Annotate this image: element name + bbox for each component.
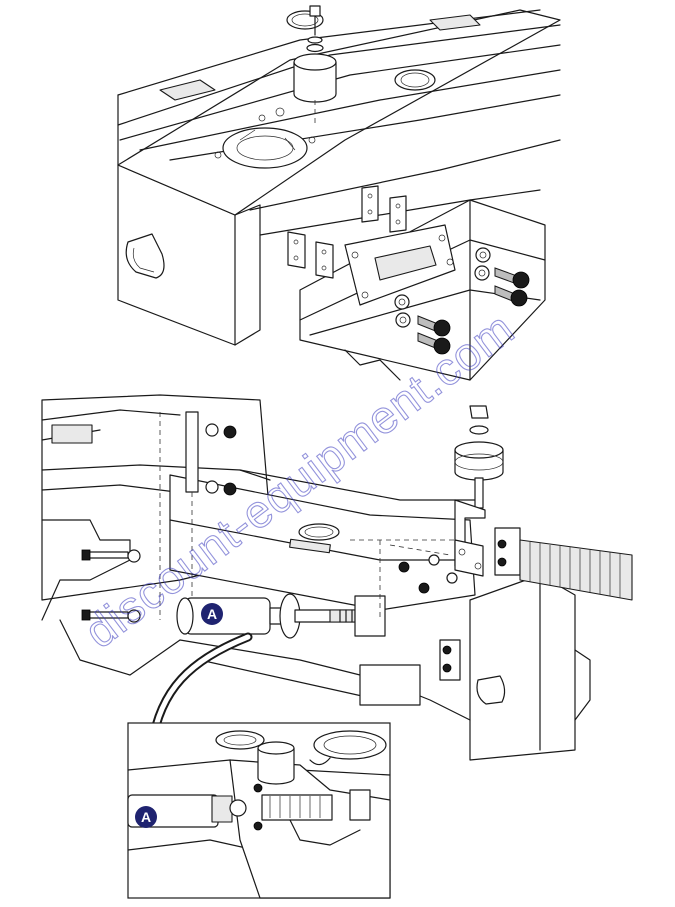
callout-a-cylinder-label: A — [207, 606, 217, 622]
top-frame-illustration — [117, 5, 561, 381]
callout-a-detail-label: A — [141, 809, 151, 825]
callout-a-cylinder: A — [201, 603, 223, 625]
cylinder-assembly-illustration — [41, 394, 633, 761]
callout-a-detail: A — [135, 806, 157, 828]
detail-inset — [127, 722, 391, 899]
